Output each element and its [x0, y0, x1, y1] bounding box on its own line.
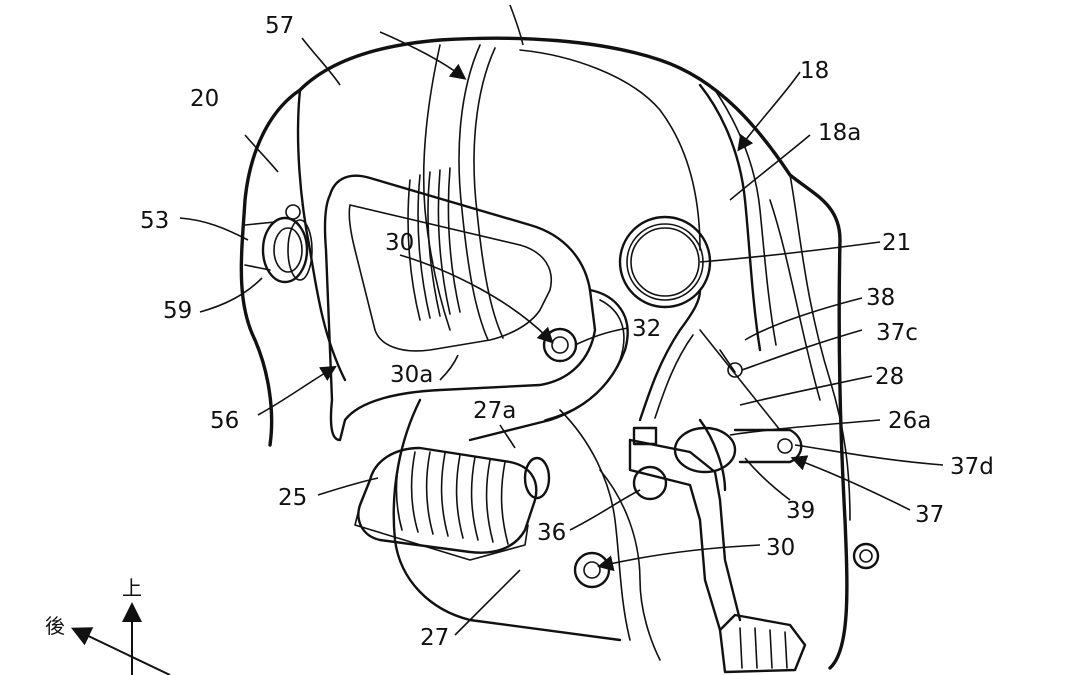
label-18a: 18a [818, 120, 861, 146]
label-30-bottom: 30 [766, 535, 795, 561]
label-36: 36 [537, 520, 566, 546]
label-27a: 27a [473, 398, 516, 424]
direction-up: 上 [122, 576, 142, 600]
footpeg-25 [355, 448, 549, 560]
bolt-30-lower [575, 553, 609, 587]
bolt-right [854, 544, 878, 568]
label-39: 39 [786, 498, 815, 524]
panel-double-a [459, 45, 488, 340]
label-21: 21 [882, 230, 911, 256]
brake-pedal-tip [720, 615, 805, 672]
label-30a: 30a [390, 362, 433, 388]
outer-contour-left [241, 90, 300, 445]
direction-rear: 後 [45, 614, 65, 638]
label-20: 20 [190, 86, 219, 112]
label-53: 53 [140, 208, 169, 234]
label-37c: 37c [876, 320, 918, 346]
label-37: 37 [915, 502, 944, 528]
reference-labels: 57 20 53 59 56 30 30a 32 27a 25 36 27 30… [140, 13, 994, 651]
cylinder-21 [620, 217, 710, 307]
label-18: 18 [800, 58, 829, 84]
label-28: 28 [875, 364, 904, 390]
bolt-32 [544, 329, 576, 361]
label-32: 32 [632, 316, 661, 342]
label-25: 25 [278, 485, 307, 511]
label-27: 27 [420, 625, 449, 651]
heel-guard-outer [325, 176, 595, 440]
joint-59 [245, 205, 312, 282]
right-panel-curve-b [770, 200, 820, 400]
label-56: 56 [210, 408, 239, 434]
label-59: 59 [163, 298, 192, 324]
panel-curve-inner [520, 50, 700, 250]
panel-double-b [474, 48, 503, 338]
direction-indicator: 上 後 [45, 576, 170, 675]
label-38: 38 [866, 285, 895, 311]
lower-housing-b [560, 410, 630, 640]
label-37d: 37d [950, 454, 994, 480]
label-26a: 26a [888, 408, 931, 434]
label-30-top: 30 [385, 230, 414, 256]
upper-panel-line [424, 45, 450, 330]
label-57: 57 [265, 13, 294, 39]
